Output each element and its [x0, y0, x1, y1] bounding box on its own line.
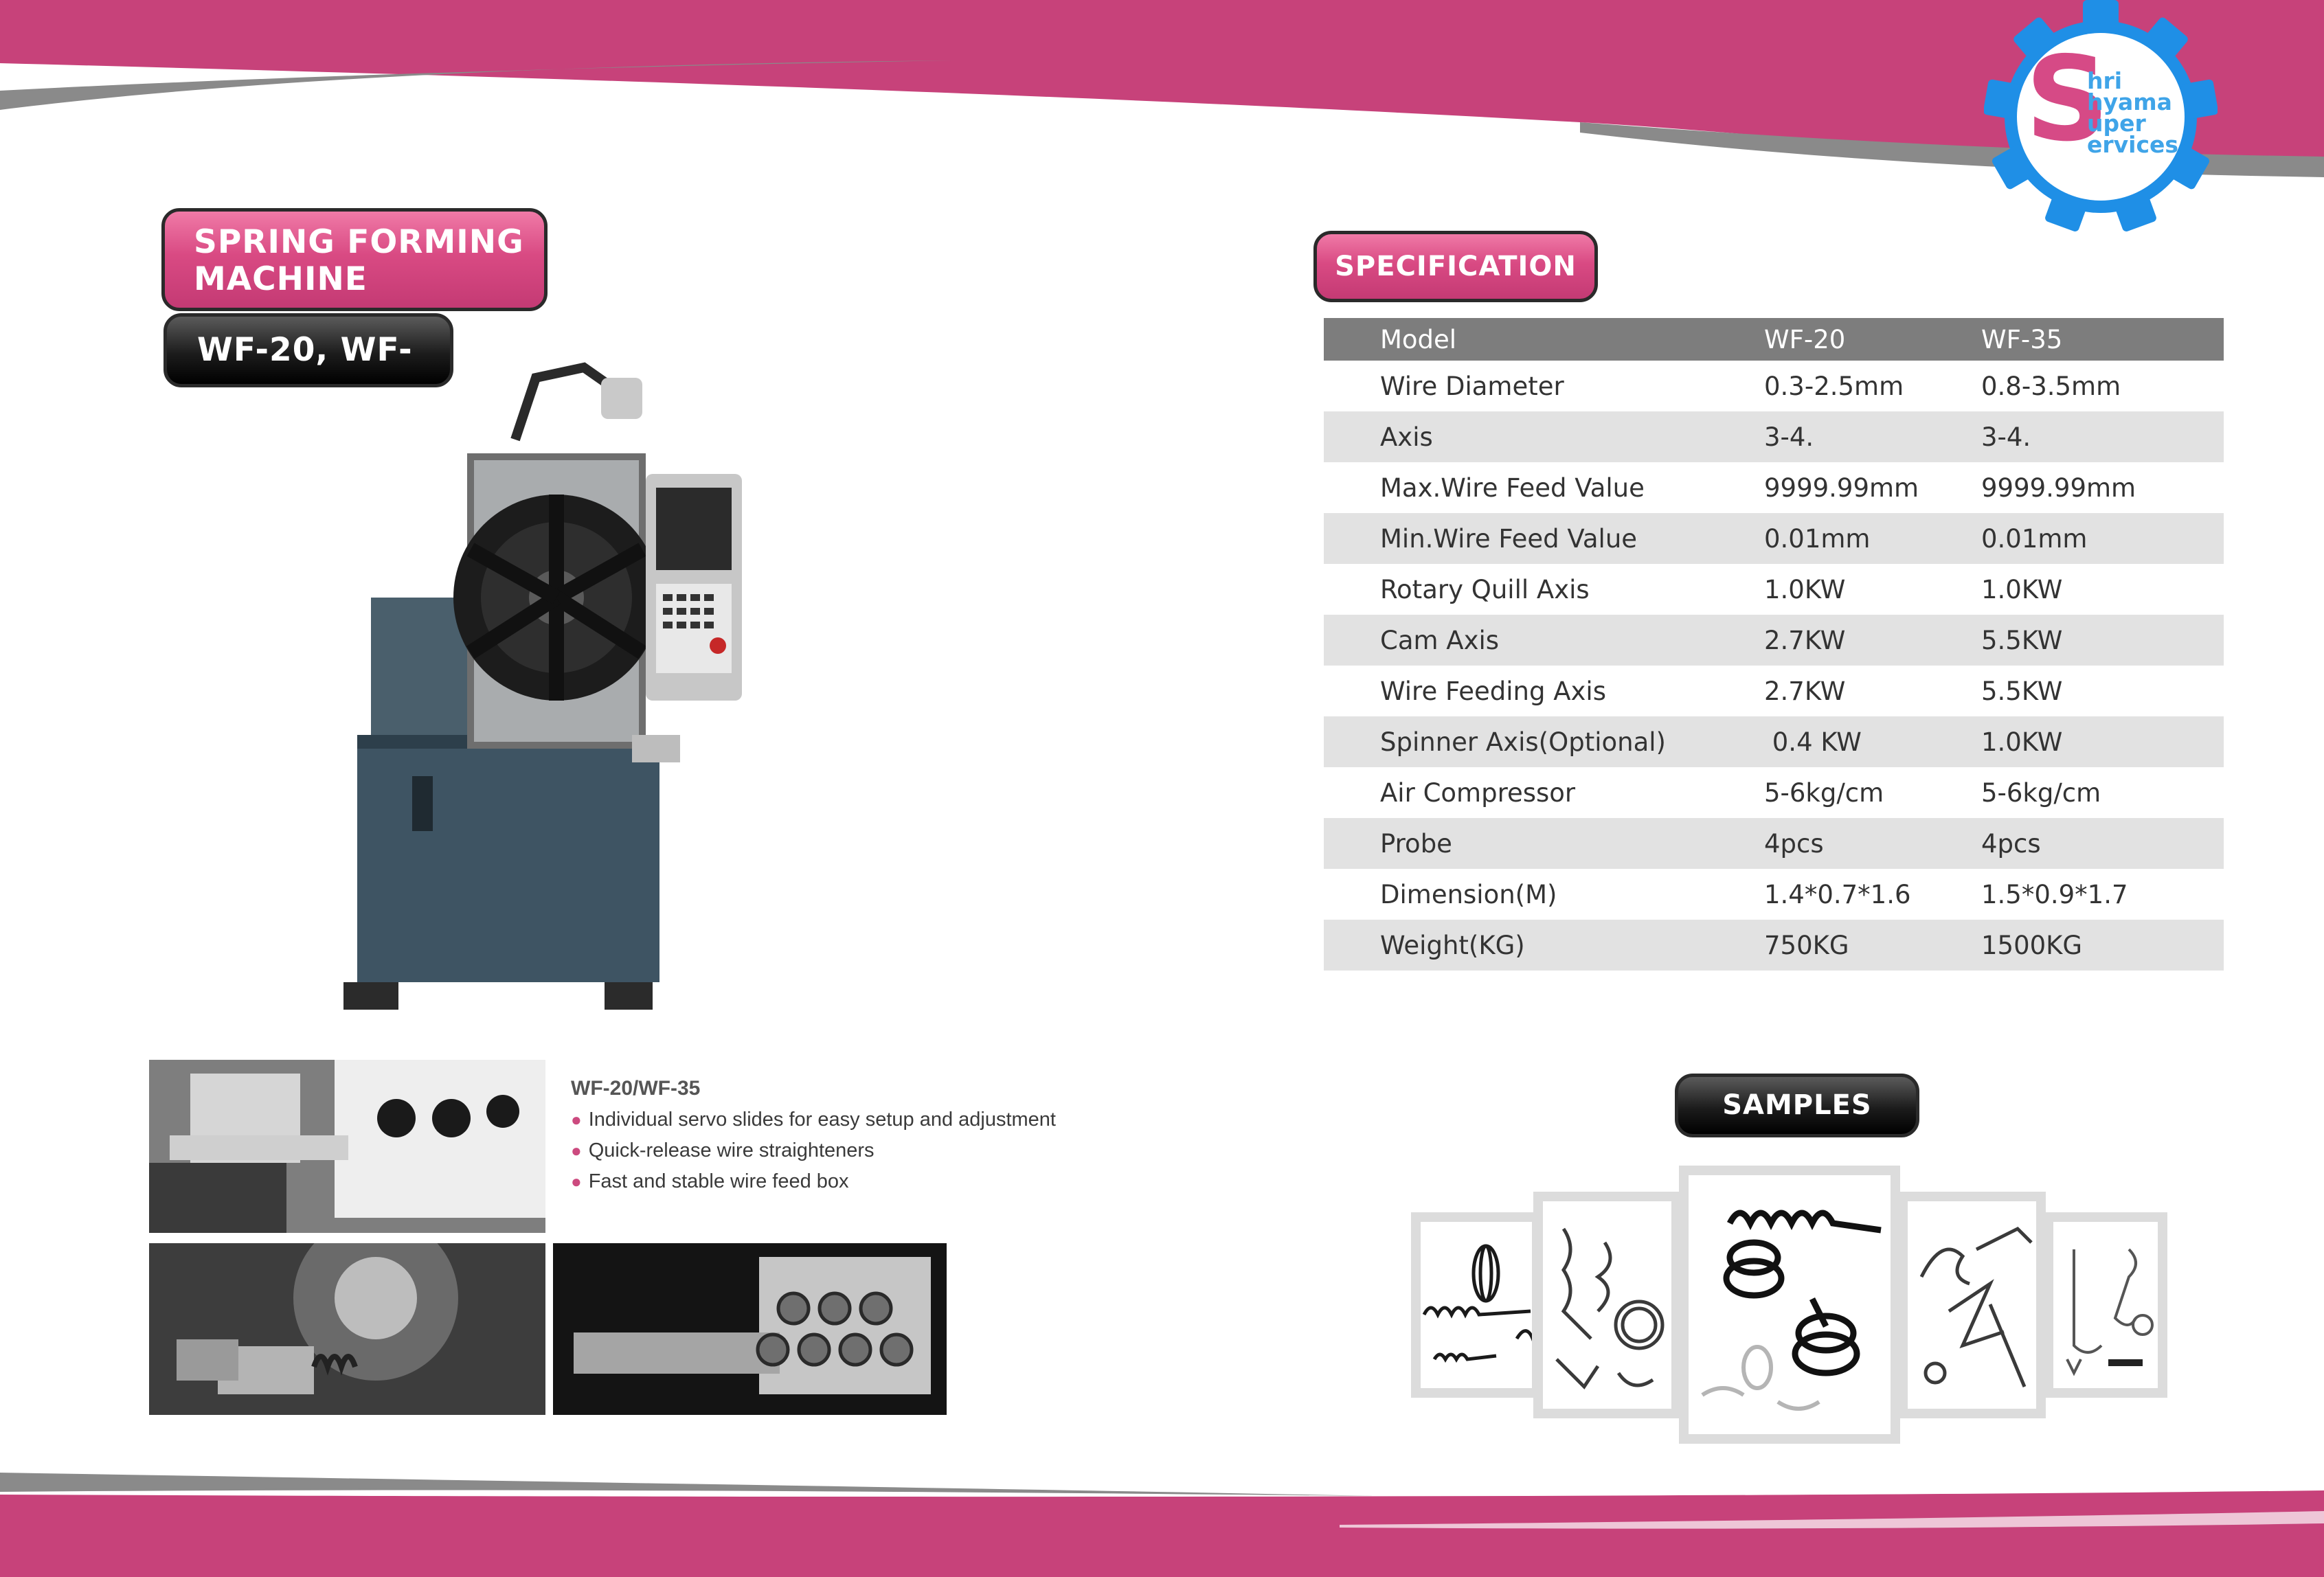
spec-value-wf20: 9999.99mm	[1764, 473, 1919, 503]
spec-value-wf35: 5-6kg/cm	[1981, 778, 2101, 808]
table-row: Air Compressor 5-6kg/cm 5-6kg/cm	[1324, 767, 2224, 818]
table-row: Weight(KG) 750KG 1500KG	[1324, 920, 2224, 971]
spring-sample-image	[2066, 1248, 2154, 1376]
spec-label: Wire Diameter	[1380, 371, 1564, 401]
spec-value-wf35: 9999.99mm	[1981, 473, 2136, 503]
spec-value-wf20: 1.0KW	[1764, 574, 1846, 604]
spec-value-wf20: 2.7KW	[1764, 615, 1981, 666]
product-title-line1: SPRING FORMING	[194, 223, 524, 261]
feature-item: ● Individual servo slides for easy setup …	[571, 1109, 1107, 1131]
spec-label: Dimension(M)	[1380, 879, 1557, 909]
spec-value-wf20: 0.4 KW	[1764, 716, 1981, 767]
logo-wordmark: hri hyama uper ervices	[2087, 67, 2179, 158]
spec-label: Max.Wire Feed Value	[1380, 473, 1645, 503]
spring-forming-machine-image	[343, 362, 742, 1010]
spec-value-wf35: 1.0KW	[1981, 716, 2224, 767]
feature-text: Individual servo slides for easy setup a…	[588, 1109, 1056, 1131]
feature-text: Quick-release wire straighteners	[588, 1139, 875, 1161]
table-row: Wire Diameter 0.3-2.5mm 0.8-3.5mm	[1324, 361, 2224, 411]
table-row: Probe 4pcs 4pcs	[1324, 818, 2224, 869]
spec-value-wf35: 0.8-3.5mm	[1981, 371, 2121, 401]
spec-label: Wire Feeding Axis	[1380, 676, 1606, 706]
gear-icon	[1983, 0, 2218, 231]
sample-card-3	[1679, 1166, 1900, 1444]
table-row: Min.Wire Feed Value 0.01mm 0.01mm	[1324, 513, 2224, 564]
company-logo[interactable]: S hri hyama uper ervices	[1983, 0, 2218, 234]
spec-value-wf20: 5-6kg/cm	[1764, 778, 1884, 808]
table-row: Axis 3-4. 3-4.	[1324, 411, 2224, 462]
table-row: Max.Wire Feed Value 9999.99mm 9999.99mm	[1324, 462, 2224, 513]
spec-value-wf35: 4pcs	[1981, 818, 2224, 869]
header-cell: Model	[1324, 318, 1764, 361]
logo-word-2: hyama	[2087, 89, 2172, 115]
feature-item: ● Fast and stable wire feed box	[571, 1170, 1107, 1193]
feature-text: Fast and stable wire feed box	[588, 1170, 849, 1192]
header-cell: WF-20	[1764, 318, 1981, 361]
spec-value-wf20: 2.7KW	[1764, 676, 1846, 706]
detail-photo-servo-slides	[149, 1060, 545, 1233]
spec-value-wf20: 0.01mm	[1764, 513, 1981, 564]
spec-label: Air Compressor	[1380, 778, 1576, 808]
model-badge: WF-20, WF-35	[163, 313, 453, 436]
specification-table: Model WF-20 WF-35 Wire Diameter 0.3-2.5m…	[1324, 318, 2224, 971]
spec-value-wf35: 1.5*0.9*1.7	[1981, 879, 2128, 909]
spec-label: Axis	[1324, 411, 1764, 462]
spec-value-wf20: 3-4.	[1764, 411, 1981, 462]
sample-card-4	[1898, 1192, 2046, 1418]
product-title-line2: MACHINE	[194, 260, 368, 298]
spec-value-wf20: 0.3-2.5mm	[1764, 371, 1904, 401]
specification-heading: SPECIFICATION	[1313, 231, 1598, 302]
bullet-icon: ●	[571, 1140, 582, 1161]
spec-label: Spinner Axis(Optional)	[1324, 716, 1764, 767]
bottom-wave-band	[0, 1473, 2324, 1577]
spec-value-wf35: 0.01mm	[1981, 513, 2224, 564]
table-header-row: Model WF-20 WF-35	[1324, 318, 2224, 361]
sample-card-2	[1533, 1192, 1681, 1418]
logo-word-1: hri	[2087, 67, 2123, 94]
spec-value-wf35: 5.5KW	[1981, 676, 2063, 706]
sample-card-5	[2044, 1212, 2167, 1398]
logo-word-3: uper	[2087, 110, 2146, 137]
top-wave-band	[0, 0, 2324, 177]
header-cell: WF-35	[1981, 318, 2224, 361]
bullet-icon: ●	[571, 1171, 582, 1192]
spec-label: Weight(KG)	[1324, 920, 1764, 971]
sample-card-1	[1411, 1212, 1542, 1398]
table-row: Spinner Axis(Optional) 0.4 KW 1.0KW	[1324, 716, 2224, 767]
spec-value-wf20: 4pcs	[1764, 818, 1981, 869]
product-title-badge: SPRING FORMING MACHINE	[161, 208, 548, 311]
spring-sample-image	[1919, 1226, 2033, 1387]
logo-word-4: ervices	[2087, 131, 2179, 158]
detail-photo-wire-straightener	[149, 1243, 545, 1415]
table-row: Wire Feeding Axis 2.7KW 5.5KW	[1324, 666, 2224, 716]
table-row: Cam Axis 2.7KW 5.5KW	[1324, 615, 2224, 666]
spec-label: Rotary Quill Axis	[1380, 574, 1590, 604]
spec-value-wf35: 1500KG	[1981, 920, 2224, 971]
spec-label: Min.Wire Feed Value	[1324, 513, 1764, 564]
samples-heading: SAMPLES	[1675, 1074, 1919, 1137]
spec-label: Cam Axis	[1324, 615, 1764, 666]
spring-sample-image	[1422, 1244, 1532, 1363]
detail-photo-wire-feed-box	[553, 1243, 947, 1415]
spring-sample-image	[1701, 1210, 1882, 1411]
table-row: Rotary Quill Axis 1.0KW 1.0KW	[1324, 564, 2224, 615]
bullet-icon: ●	[571, 1109, 582, 1130]
spring-sample-image	[1555, 1227, 1665, 1389]
feature-item: ● Quick-release wire straighteners	[571, 1139, 1107, 1162]
spec-value-wf35: 3-4.	[1981, 411, 2224, 462]
spec-value-wf20: 1.4*0.7*1.6	[1764, 879, 1911, 909]
spec-value-wf35: 5.5KW	[1981, 615, 2224, 666]
logo-initial: S	[2025, 32, 2110, 168]
features-list: WF-20/WF-35 ● Individual servo slides for…	[571, 1077, 1107, 1193]
spec-value-wf20: 750KG	[1764, 920, 1981, 971]
spec-label: Probe	[1324, 818, 1764, 869]
table-row: Dimension(M) 1.4*0.7*1.6 1.5*0.9*1.7	[1324, 869, 2224, 920]
features-title: WF-20/WF-35	[571, 1077, 701, 1100]
spec-value-wf35: 1.0KW	[1981, 574, 2063, 604]
